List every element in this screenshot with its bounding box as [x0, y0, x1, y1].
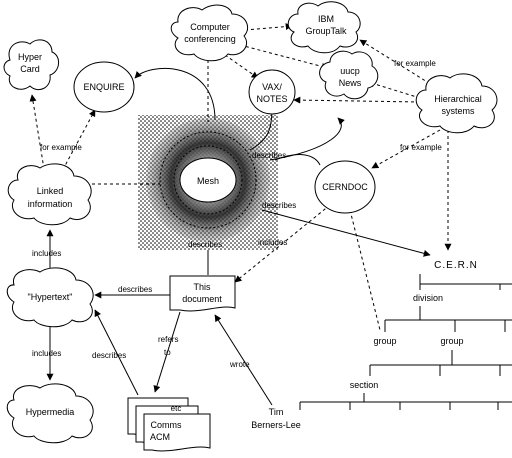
edge-doc-docs — [153, 311, 181, 393]
hypercard-label-line1: Hyper — [18, 52, 42, 62]
edge-mesh-uucp — [269, 117, 345, 161]
node-hypercard: Hyper Card — [3, 39, 59, 90]
cerndoc-label: CERNDOC — [322, 182, 368, 192]
enquire-label: ENQUIRE — [83, 82, 124, 92]
label-includes-cerndoc: includes — [258, 238, 287, 247]
org-group-b: group — [440, 336, 463, 346]
doc-label-line1: This — [193, 282, 211, 292]
edge-mesh-cerndoc — [274, 154, 321, 166]
node-hypermedia: Hypermedia — [6, 383, 94, 444]
edge-docs-hypertext — [94, 309, 139, 396]
docs-acm-line2: ACM — [150, 432, 170, 442]
label-describes-bottom-mesh: describes — [188, 240, 222, 249]
docs-acm-line1: Comms — [151, 420, 182, 430]
node-hypertext: "Hypertext" — [6, 267, 94, 328]
node-computer-conferencing: Computer conferencing — [170, 4, 248, 62]
edge-hier-uucp — [367, 80, 421, 99]
edge-mesh-enquire — [134, 67, 216, 121]
doc-label-line2: document — [182, 294, 222, 304]
linked-label-line2: information — [28, 199, 73, 209]
label-refers-line2: to — [164, 348, 171, 357]
ibm-label-line1: IBM — [318, 14, 334, 24]
hier-label-line2: systems — [441, 106, 475, 116]
node-ibm-grouptalk: IBM GroupTalk — [287, 1, 361, 54]
edge-hier-cerndoc — [371, 129, 441, 169]
label-includes-hypermedia: includes — [32, 349, 61, 358]
node-document-stack: etc Comms ACM — [127, 397, 211, 452]
conf-label-line2: conferencing — [184, 34, 236, 44]
edge-mesh-cern — [261, 209, 431, 257]
edges — [29, 23, 452, 406]
edge-labels: for example for example for example desc… — [32, 59, 442, 369]
uucp-label-line1: uucp — [340, 66, 360, 76]
hypercard-label-line2: Card — [20, 64, 40, 74]
edge-conf-ibm — [244, 23, 293, 31]
edge-hier-vax — [293, 96, 421, 104]
edge-cerndoc-doc — [234, 204, 331, 283]
docs-etc-label: etc — [171, 404, 182, 413]
label-describes-mesh-right: describes — [252, 151, 286, 160]
linked-label-line1: Linked — [37, 186, 64, 196]
org-section: section — [350, 380, 379, 390]
mesh-label: Mesh — [197, 176, 219, 186]
conf-label-line1: Computer — [190, 22, 230, 32]
hypertext-label: "Hypertext" — [28, 292, 73, 302]
label-refers-line1: refers — [158, 335, 178, 344]
label-includes-linked: includes — [32, 249, 61, 258]
tim-label-line2: Berners-Lee — [251, 420, 301, 430]
hier-label-line1: Hierarchical — [434, 94, 482, 104]
node-enquire: ENQUIRE — [73, 61, 135, 113]
label-describes-hypertext: describes — [118, 285, 152, 294]
label-for-example-right: for example — [400, 143, 442, 152]
node-linked-information: Linked information — [7, 163, 92, 226]
org-group-a: group — [373, 336, 396, 346]
vax-label-line1: VAX/ — [262, 82, 282, 92]
org-division: division — [413, 293, 443, 303]
node-vax-notes: VAX/ NOTES — [248, 69, 296, 115]
vax-label-line2: NOTES — [256, 94, 287, 104]
ibm-label-line2: GroupTalk — [305, 26, 347, 36]
hypermedia-label: Hypermedia — [26, 407, 75, 417]
edge-hier-ibm — [359, 39, 441, 91]
node-tim-berners-lee: Tim Berners-Lee — [251, 407, 301, 430]
edge-cerndoc-group — [349, 209, 381, 331]
edge-linked-hypercard — [29, 94, 46, 176]
node-hierarchical-systems: Hierarchical systems — [415, 73, 498, 134]
mesh-node: Mesh — [138, 115, 278, 250]
label-wrote: wrote — [229, 360, 250, 369]
edge-linked-enquire — [59, 109, 96, 176]
tim-label-line1: Tim — [269, 407, 284, 417]
node-cerndoc: CERNDOC — [314, 160, 376, 214]
node-this-document: This document — [169, 275, 236, 312]
org-tree: C.E.R.N division group group section — [299, 260, 512, 410]
edge-tim-doc — [214, 314, 273, 406]
uucp-label-line2: News — [339, 78, 362, 88]
label-for-example-left: for example — [40, 143, 82, 152]
org-root: C.E.R.N — [434, 260, 478, 271]
label-describes-mesh-lower: describes — [262, 201, 296, 210]
label-describes-docs: describes — [92, 351, 126, 360]
label-for-example-top-right: for example — [394, 59, 436, 68]
edge-conf-vax — [224, 54, 259, 79]
node-uucp-news: uucp News — [319, 50, 379, 100]
